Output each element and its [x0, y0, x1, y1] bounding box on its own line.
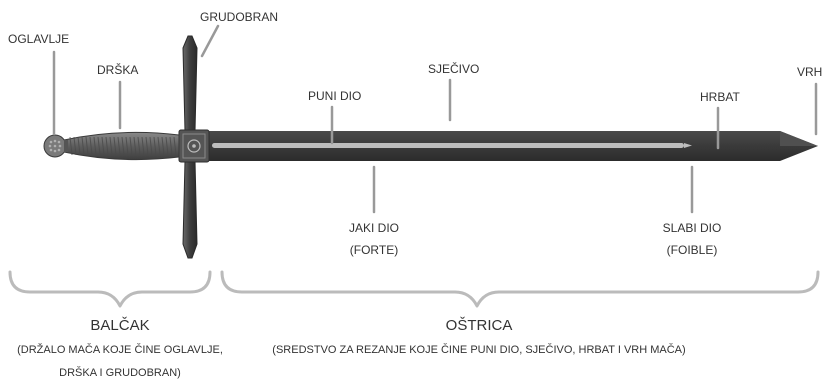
- pommel-pattern: [48, 139, 62, 153]
- label-pommel: OGLAVLJE: [8, 32, 69, 46]
- pointer-guard: [200, 24, 220, 58]
- grip-wrap-line: [113, 136, 117, 156]
- brackets: [8, 270, 820, 308]
- label-guard: GRUDOBRAN: [200, 10, 278, 24]
- section-hilt-desc-1: (DRŽALO MAČA KOJE ČINE OGLAVLJE,: [17, 343, 223, 356]
- section-blade-desc: (SREDSTVO ZA REZANJE KOJE ČINE PUNI DIO,…: [272, 343, 685, 356]
- blade: [205, 131, 818, 161]
- blade-fuller-tip: [684, 143, 692, 148]
- label-forte-sub: (FORTE): [350, 243, 398, 257]
- grip-wrap-line: [81, 136, 85, 156]
- grip-wrap-line: [77, 136, 81, 156]
- section-labels: BALČAK (DRŽALO MAČA KOJE ČINE OGLAVLJE, …: [17, 317, 686, 379]
- grip-wrap-line: [141, 136, 145, 156]
- section-hilt-desc-2: DRŠKA I GRUDOBRAN): [59, 366, 181, 379]
- guard-emblem-icon: [187, 139, 201, 153]
- grip-wrap-line: [89, 136, 93, 156]
- grip-wrap-line: [145, 136, 149, 156]
- label-foible-sub: (FOIBLE): [667, 243, 718, 257]
- section-hilt-title: BALČAK: [90, 317, 149, 334]
- grip-wrap-line: [101, 136, 105, 156]
- bracket-blade: [220, 270, 820, 308]
- grip-wrap-line: [161, 136, 165, 156]
- grip-body: [63, 131, 180, 161]
- grip-wrap-line: [173, 136, 177, 156]
- grip-wrap-line: [97, 136, 101, 156]
- label-foible: SLABI DIO: [663, 221, 722, 235]
- guard-block-inset: [182, 133, 206, 159]
- guard: [178, 35, 210, 259]
- label-spine: HRBAT: [700, 90, 740, 104]
- grip-wrap-line: [69, 136, 73, 156]
- grip-wrap-lines: [69, 136, 177, 156]
- grip-wrap-line: [133, 136, 137, 156]
- grip-wrap-line: [129, 136, 133, 156]
- grip: [63, 131, 180, 161]
- guard-lower-arm: [182, 160, 198, 259]
- section-blade-title: OŠTRICA: [446, 317, 513, 334]
- label-blade: SJEČIVO: [428, 61, 479, 76]
- pointer-lines: [52, 24, 818, 214]
- grip-wrap-line: [117, 136, 121, 156]
- grip-wrap-line: [169, 136, 173, 156]
- blade-fuller: [212, 143, 684, 148]
- guard-upper-arm: [182, 35, 198, 132]
- grip-wrap-line: [125, 136, 129, 156]
- bracket-hilt: [8, 270, 212, 308]
- pommel: [43, 134, 68, 158]
- label-grip: DRŠKA: [97, 62, 138, 77]
- grip-wrap-line: [73, 136, 77, 156]
- part-labels: OGLAVLJE DRŠKA GRUDOBRAN SJEČIVO PUNI DI…: [8, 10, 822, 257]
- label-fuller: PUNI DIO: [308, 89, 361, 103]
- grip-wrap-line: [105, 136, 109, 156]
- grip-wrap-line: [153, 136, 157, 156]
- blade-tip-edge: [780, 131, 818, 146]
- grip-wrap-line: [93, 136, 97, 156]
- grip-wrap-line: [121, 136, 125, 156]
- pommel-neck: [64, 140, 68, 152]
- grip-wrap-line: [109, 136, 113, 156]
- sword: [43, 35, 818, 259]
- grip-wrap-line: [157, 136, 161, 156]
- guard-emblem-dot: [192, 144, 196, 148]
- label-tip: VRH: [797, 65, 822, 79]
- grip-wrap-line: [85, 136, 89, 156]
- label-forte: JAKI DIO: [349, 221, 399, 235]
- grip-wrap-line: [137, 136, 141, 156]
- grip-wrap-line: [165, 136, 169, 156]
- grip-wrap-line: [149, 136, 153, 156]
